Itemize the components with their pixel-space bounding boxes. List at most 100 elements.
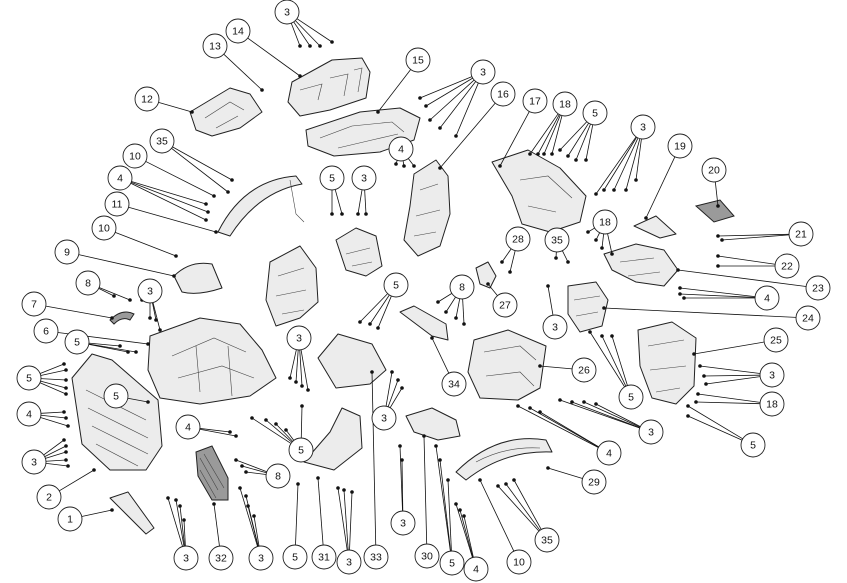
leader-line-4 xyxy=(40,414,67,419)
fastener-dot xyxy=(92,468,96,472)
callout-number: 16 xyxy=(497,89,509,101)
fastener-dot xyxy=(594,192,598,196)
fastener-dot xyxy=(376,326,380,330)
fastener-dot xyxy=(610,334,614,338)
part-16-drawing xyxy=(403,159,451,257)
fastener-dot xyxy=(438,166,442,170)
callout-number: 18 xyxy=(559,99,571,111)
callout-circle xyxy=(371,405,397,431)
fastener-dot xyxy=(716,254,720,258)
callout-4: 4 xyxy=(463,556,489,582)
fastener-dot xyxy=(172,274,176,278)
leader-line-3 xyxy=(175,499,185,547)
part-upright-panel-drawing xyxy=(335,227,383,277)
leader-line-5 xyxy=(559,121,588,151)
callout-circle xyxy=(618,384,644,410)
part-26-drawing xyxy=(467,329,547,401)
fastener-dot xyxy=(390,370,394,374)
leader-line-18 xyxy=(529,113,559,155)
fastener-dot xyxy=(298,44,302,48)
callout-24: 24 xyxy=(795,305,821,331)
leader-line-8 xyxy=(241,465,267,474)
leader-line-4 xyxy=(130,182,207,221)
callout-circle xyxy=(754,285,780,311)
fastener-dot xyxy=(298,74,302,78)
callout-circle xyxy=(795,305,821,331)
callout-number: 19 xyxy=(674,141,686,153)
fastener-dot xyxy=(296,482,300,486)
callout-10: 10 xyxy=(122,143,148,169)
fastener-dot xyxy=(284,428,288,432)
leader-line-16 xyxy=(439,102,496,169)
fastener-dot xyxy=(412,164,416,168)
callout-circle xyxy=(208,545,234,571)
fastener-dot xyxy=(342,488,346,492)
callout-number: 5 xyxy=(298,445,304,457)
fastener-dot xyxy=(438,458,442,462)
callout-number: 3 xyxy=(183,553,189,565)
callout-number: 5 xyxy=(292,552,298,564)
leader-line-3 xyxy=(293,21,311,47)
callout-circle xyxy=(33,318,59,344)
leader-line-35 xyxy=(562,250,569,263)
leader-line-3 xyxy=(571,401,640,429)
fastener-dot xyxy=(62,362,66,366)
fastener-dot xyxy=(594,402,598,406)
fastener-dot xyxy=(602,306,606,310)
callout-9: 9 xyxy=(54,239,80,265)
callout-number: 8 xyxy=(459,282,465,294)
leader-line-5 xyxy=(39,363,65,374)
leader-line-3 xyxy=(45,459,67,462)
leader-line-5 xyxy=(275,423,293,442)
leader-line-5 xyxy=(40,369,67,376)
fastener-dot xyxy=(504,482,508,486)
leader-line-33 xyxy=(371,371,377,546)
leader-line-35 xyxy=(505,483,541,531)
callout-circle xyxy=(759,362,785,388)
callout-number: 5 xyxy=(26,373,32,385)
fastener-dot xyxy=(336,486,340,490)
callout-circle xyxy=(21,291,47,317)
callout-circle xyxy=(592,209,618,235)
fastener-dot xyxy=(462,322,466,326)
fastener-dot xyxy=(62,438,66,442)
leader-line-18 xyxy=(537,114,560,155)
leader-line-35 xyxy=(171,148,229,193)
fastener-dot xyxy=(678,292,682,296)
fastener-dot xyxy=(394,162,398,166)
callout-number: 31 xyxy=(318,552,330,564)
callout-3: 3 xyxy=(274,0,300,25)
callout-5: 5 xyxy=(103,383,129,409)
leader-line-3 xyxy=(703,374,761,377)
leader-line-5 xyxy=(265,419,293,443)
callout-35: 35 xyxy=(534,527,560,553)
fastener-dot xyxy=(318,44,322,48)
leader-line-18 xyxy=(543,114,561,155)
fastener-dot xyxy=(110,316,114,320)
leader-line-3 xyxy=(247,505,259,547)
leader-line-8 xyxy=(445,296,456,313)
callout-number: 3 xyxy=(769,370,775,382)
callout-number: 20 xyxy=(708,165,720,177)
fastener-dot xyxy=(230,178,234,182)
leader-line-8 xyxy=(437,293,453,303)
leader-line-3 xyxy=(399,445,403,512)
callout-5: 5 xyxy=(64,329,90,355)
callout-number: 5 xyxy=(750,440,756,452)
fastener-dot xyxy=(682,296,686,300)
callout-circle xyxy=(282,544,308,570)
leader-line-5 xyxy=(575,123,591,161)
leader-line-3 xyxy=(387,379,399,407)
leader-line-5 xyxy=(377,295,392,329)
fastener-dot xyxy=(418,96,422,100)
leader-line-3 xyxy=(295,20,321,47)
leader-line-5 xyxy=(359,293,388,323)
leader-line-24 xyxy=(603,307,797,318)
fastener-dot xyxy=(234,434,238,438)
fastener-dot xyxy=(228,430,232,434)
leader-line-8 xyxy=(245,471,267,475)
callout-circle xyxy=(596,440,622,466)
fastener-dot xyxy=(146,400,150,404)
callout-3: 3 xyxy=(470,59,496,85)
